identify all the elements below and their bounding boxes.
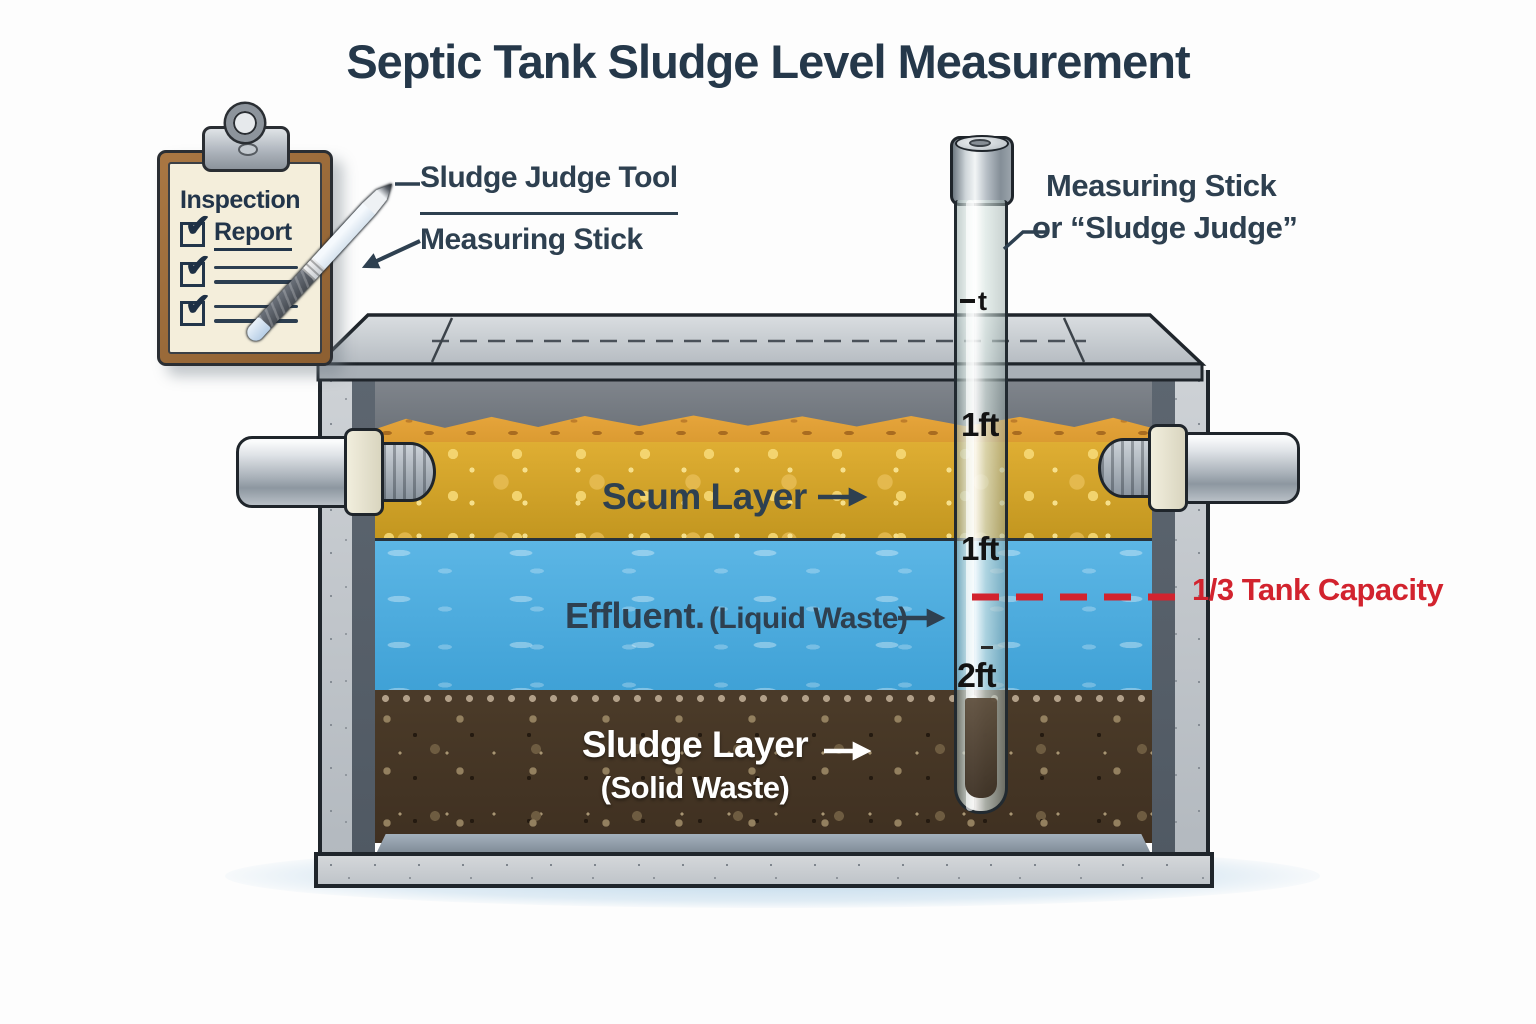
check-icon: ✔: [185, 248, 211, 283]
checkbox-1: ✔: [180, 210, 211, 247]
check-icon: ✔: [185, 287, 211, 322]
arrow-to-pencil: [361, 239, 421, 269]
stick-tick-mark: [960, 299, 975, 303]
stick-mark-1ft-b: 1ft: [961, 530, 999, 567]
callout-underline: [420, 212, 678, 215]
clipboard-checklist-row: ✔: [180, 250, 298, 287]
checkbox-3: ✔: [180, 289, 211, 326]
capacity-marker-label: 1/3 Tank Capacity: [1192, 572, 1444, 607]
scum-layer-label: Scum Layer: [602, 476, 807, 517]
outlet-pipe: [1182, 432, 1300, 504]
inlet-pipe-end: [380, 442, 436, 502]
stick-mark-2ft: 2ft: [957, 657, 997, 695]
clipboard-heading-line1: Inspection: [180, 186, 301, 214]
page-title: Septic Tank Sludge Level Measurement: [346, 35, 1190, 88]
tank-floor: [314, 852, 1214, 888]
sludge-layer: [375, 705, 1152, 843]
callout-measuring-stick: Measuring Stick: [420, 223, 643, 256]
clipboard-report-row: ✔ Report: [180, 210, 292, 251]
inspection-clipboard: Inspection ✔ Report ✔ ✔: [150, 100, 342, 372]
check-icon: ✔: [185, 208, 211, 243]
callout-sludge-judge-tool: Sludge Judge Tool: [420, 161, 678, 194]
clipboard-clip-hole: [238, 143, 258, 156]
sludge-label-main: Sludge Layer: [581, 724, 809, 765]
outlet-pipe-end: [1098, 438, 1154, 498]
checklist-line: [214, 304, 298, 308]
clipboard-clip-ring: [226, 104, 264, 142]
clipboard-heading-line2: Report: [214, 218, 292, 251]
scum-layer: [375, 442, 1152, 540]
checklist-line: [214, 265, 298, 269]
measuring-stick-cap-hole: [969, 139, 991, 147]
inlet-pipe: [236, 436, 354, 508]
checklist-lines: [214, 265, 298, 284]
stick-tick-mark-2: [981, 646, 993, 649]
checkbox-2: ✔: [180, 250, 211, 287]
sludge-layer-label: Sludge Layer (Solid Waste): [572, 724, 818, 806]
stick-top-tick-label: t: [978, 286, 987, 316]
stick-callout-label: Measuring Stick or “Sludge Judge”: [1032, 168, 1298, 246]
tube-highlight: [966, 200, 974, 811]
effluent-layer-label: Effluent. (Liquid Waste): [565, 595, 908, 637]
inlet-pipe-collar: [344, 428, 384, 516]
outlet-pipe-collar: [1148, 424, 1188, 512]
tube-sludge-sample: [965, 698, 997, 798]
sludge-label-sub: (Solid Waste): [600, 770, 790, 805]
stick-mark-1ft-a: 1ft: [961, 406, 999, 443]
measuring-stick-cap: [950, 135, 1014, 206]
effluent-label-sub: (Liquid Waste): [708, 602, 908, 635]
checklist-line: [214, 280, 298, 284]
effluent-label-main: Effluent.: [565, 595, 705, 636]
stick-callout-line1: Measuring Stick: [1046, 168, 1277, 203]
effluent-layer: [375, 538, 1152, 692]
clipboard-checklist-row: ✔: [180, 289, 298, 326]
stick-callout-line2: or “Sludge Judge”: [1032, 210, 1298, 245]
